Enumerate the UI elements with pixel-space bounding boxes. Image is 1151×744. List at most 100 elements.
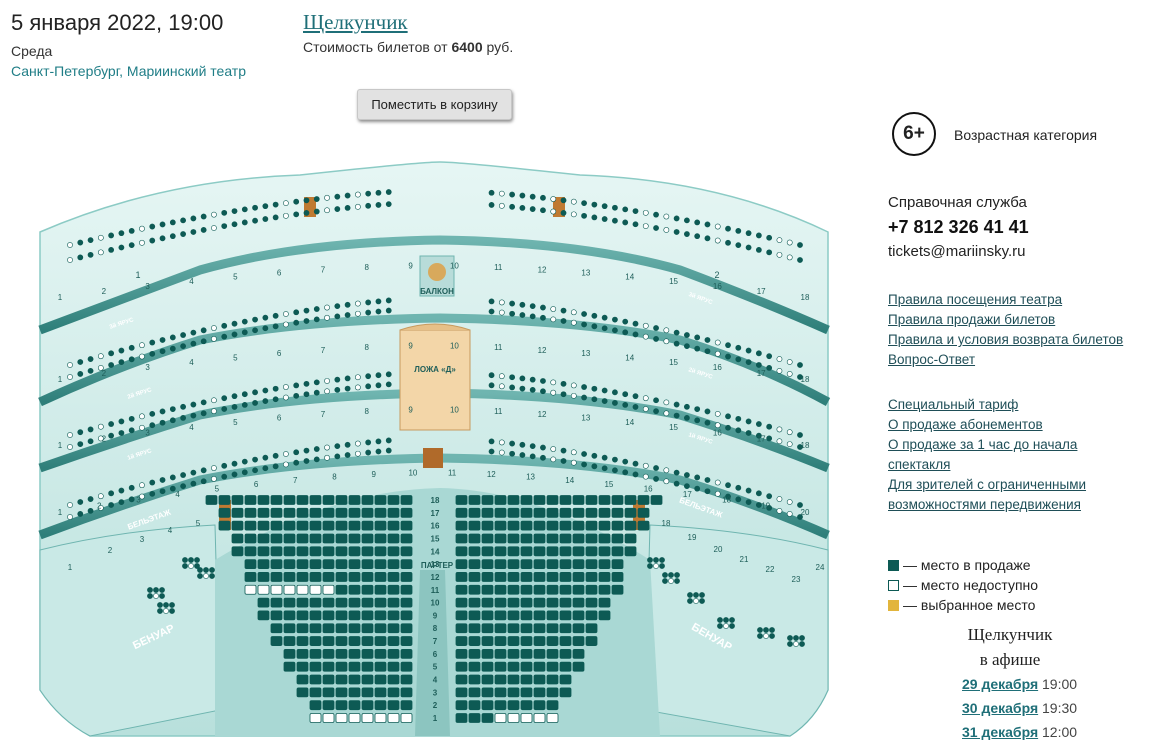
seat[interactable]: [572, 533, 585, 544]
seat[interactable]: [270, 584, 283, 595]
seat[interactable]: [529, 376, 536, 383]
seat[interactable]: [585, 546, 598, 557]
seat[interactable]: [642, 406, 649, 412]
seat[interactable]: [108, 362, 115, 368]
seat[interactable]: [776, 237, 783, 244]
seat[interactable]: [335, 520, 348, 531]
seat[interactable]: [533, 520, 546, 531]
seat[interactable]: [211, 465, 217, 471]
seat[interactable]: [97, 353, 104, 360]
seat[interactable]: [257, 572, 270, 582]
seat[interactable]: [725, 482, 731, 489]
seat[interactable]: [481, 507, 494, 518]
seat[interactable]: [498, 373, 505, 380]
seat[interactable]: [570, 319, 577, 326]
seat[interactable]: [797, 374, 803, 380]
seat[interactable]: [67, 242, 73, 248]
seat[interactable]: [374, 687, 387, 698]
seat[interactable]: [509, 440, 516, 447]
seat[interactable]: [365, 309, 372, 316]
seat[interactable]: [67, 432, 73, 438]
seat[interactable]: [221, 333, 228, 340]
seat[interactable]: [468, 610, 481, 621]
seat[interactable]: [601, 325, 608, 332]
seat[interactable]: [87, 426, 94, 433]
seat[interactable]: [481, 700, 494, 711]
seat[interactable]: [735, 484, 742, 491]
seat[interactable]: [303, 391, 310, 398]
seat[interactable]: [231, 331, 238, 338]
seat[interactable]: [231, 460, 238, 467]
seat[interactable]: [252, 327, 258, 334]
seat[interactable]: [303, 307, 310, 314]
seat[interactable]: [601, 314, 608, 321]
seat[interactable]: [581, 212, 587, 219]
seat[interactable]: [598, 520, 611, 531]
seat[interactable]: [559, 559, 572, 570]
seat[interactable]: [283, 661, 296, 672]
seat[interactable]: [714, 422, 721, 429]
seat[interactable]: [725, 413, 731, 420]
seat[interactable]: [296, 520, 309, 531]
seat[interactable]: [283, 559, 296, 570]
seat[interactable]: [674, 572, 680, 578]
seat[interactable]: [97, 234, 104, 241]
seat[interactable]: [354, 203, 361, 210]
seat[interactable]: [684, 332, 690, 338]
seat[interactable]: [494, 674, 507, 685]
seat[interactable]: [252, 204, 258, 211]
seat[interactable]: [585, 636, 598, 646]
seat[interactable]: [663, 327, 670, 334]
seat[interactable]: [322, 713, 335, 723]
seat[interactable]: [283, 572, 296, 582]
seat[interactable]: [87, 496, 94, 502]
afisha-date-link[interactable]: 31 декабря: [962, 724, 1039, 740]
seat[interactable]: [598, 495, 611, 505]
seat[interactable]: [159, 408, 166, 415]
seat[interactable]: [546, 584, 559, 595]
seat[interactable]: [776, 356, 783, 362]
seat[interactable]: [488, 372, 495, 379]
seat[interactable]: [611, 495, 624, 505]
seat[interactable]: [147, 587, 153, 593]
seat[interactable]: [180, 332, 186, 338]
seat[interactable]: [296, 495, 309, 505]
seat[interactable]: [653, 563, 659, 569]
seat[interactable]: [218, 507, 231, 518]
seat[interactable]: [745, 244, 752, 251]
seat[interactable]: [533, 648, 546, 659]
seat[interactable]: [221, 223, 228, 229]
seat[interactable]: [231, 208, 238, 214]
seat[interactable]: [572, 584, 585, 595]
seat[interactable]: [387, 559, 400, 570]
seat[interactable]: [766, 435, 773, 442]
seat[interactable]: [197, 573, 203, 579]
seat[interactable]: [559, 520, 572, 531]
seat[interactable]: [572, 661, 585, 672]
seat[interactable]: [714, 339, 721, 346]
seat[interactable]: [374, 584, 387, 595]
seat[interactable]: [190, 469, 197, 476]
link-subscriptions[interactable]: О продаже абонементов: [888, 417, 1043, 432]
seat[interactable]: [520, 687, 533, 698]
seat[interactable]: [494, 559, 507, 570]
seat[interactable]: [560, 380, 567, 387]
seat[interactable]: [494, 610, 507, 621]
seat[interactable]: [361, 610, 374, 621]
seat[interactable]: [481, 661, 494, 672]
seat[interactable]: [139, 413, 145, 420]
seat[interactable]: [570, 449, 577, 456]
seat[interactable]: [481, 572, 494, 582]
seat[interactable]: [520, 584, 533, 595]
seat[interactable]: [455, 610, 468, 621]
seat[interactable]: [387, 610, 400, 621]
seat[interactable]: [488, 189, 495, 196]
seat[interactable]: [572, 559, 585, 570]
seat[interactable]: [799, 635, 805, 641]
seat[interactable]: [632, 331, 639, 338]
seat[interactable]: [374, 674, 387, 685]
seat[interactable]: [714, 410, 721, 417]
seat[interactable]: [272, 323, 279, 330]
seat[interactable]: [570, 309, 577, 316]
